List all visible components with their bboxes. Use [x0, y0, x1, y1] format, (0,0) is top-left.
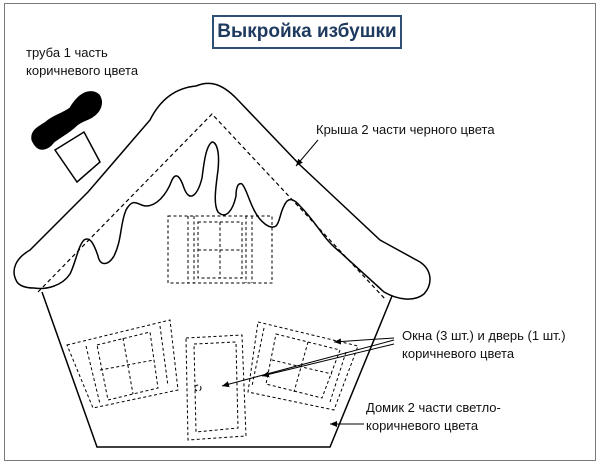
door [185, 334, 247, 441]
chimney-label-line1: труба 1 часть [26, 45, 108, 60]
roof-dashed-gable [37, 113, 387, 301]
chimney-label: труба 1 часть коричневого цвета [26, 44, 138, 80]
diagram-title: Выкройка избушки [217, 21, 397, 42]
chimney-label-line2: коричневого цвета [26, 63, 139, 78]
windows-label: Окна (3 шт.) и дверь (1 шт.) коричневого… [402, 327, 566, 363]
house-label-line1: Домик 2 части светло- [366, 400, 501, 415]
window-right-arrow [261, 343, 395, 378]
roof-outline [13, 82, 431, 300]
window-arrow [333, 337, 395, 345]
attic-window [167, 215, 273, 284]
roof-label-text: Крыша 2 части черного цвета [316, 122, 495, 137]
door-arrow [221, 339, 395, 388]
house-body-outline [41, 291, 393, 448]
roof-label: Крыша 2 части черного цвета [316, 121, 495, 139]
roof-arrow [295, 139, 319, 167]
windows-label-line1: Окна (3 шт.) и дверь (1 шт.) [402, 328, 566, 343]
left-window [66, 319, 179, 409]
right-window [247, 321, 359, 411]
windows-label-line2: коричневого цвета [402, 346, 515, 361]
house-label-line2: коричневого цвета [366, 418, 479, 433]
chimney-cap [31, 91, 102, 150]
diagram-frame [4, 3, 596, 461]
house-label: Домик 2 части светло- коричневого цвета [366, 399, 501, 435]
chimney-body [53, 130, 101, 184]
title-box: Выкройка избушки [212, 15, 402, 49]
